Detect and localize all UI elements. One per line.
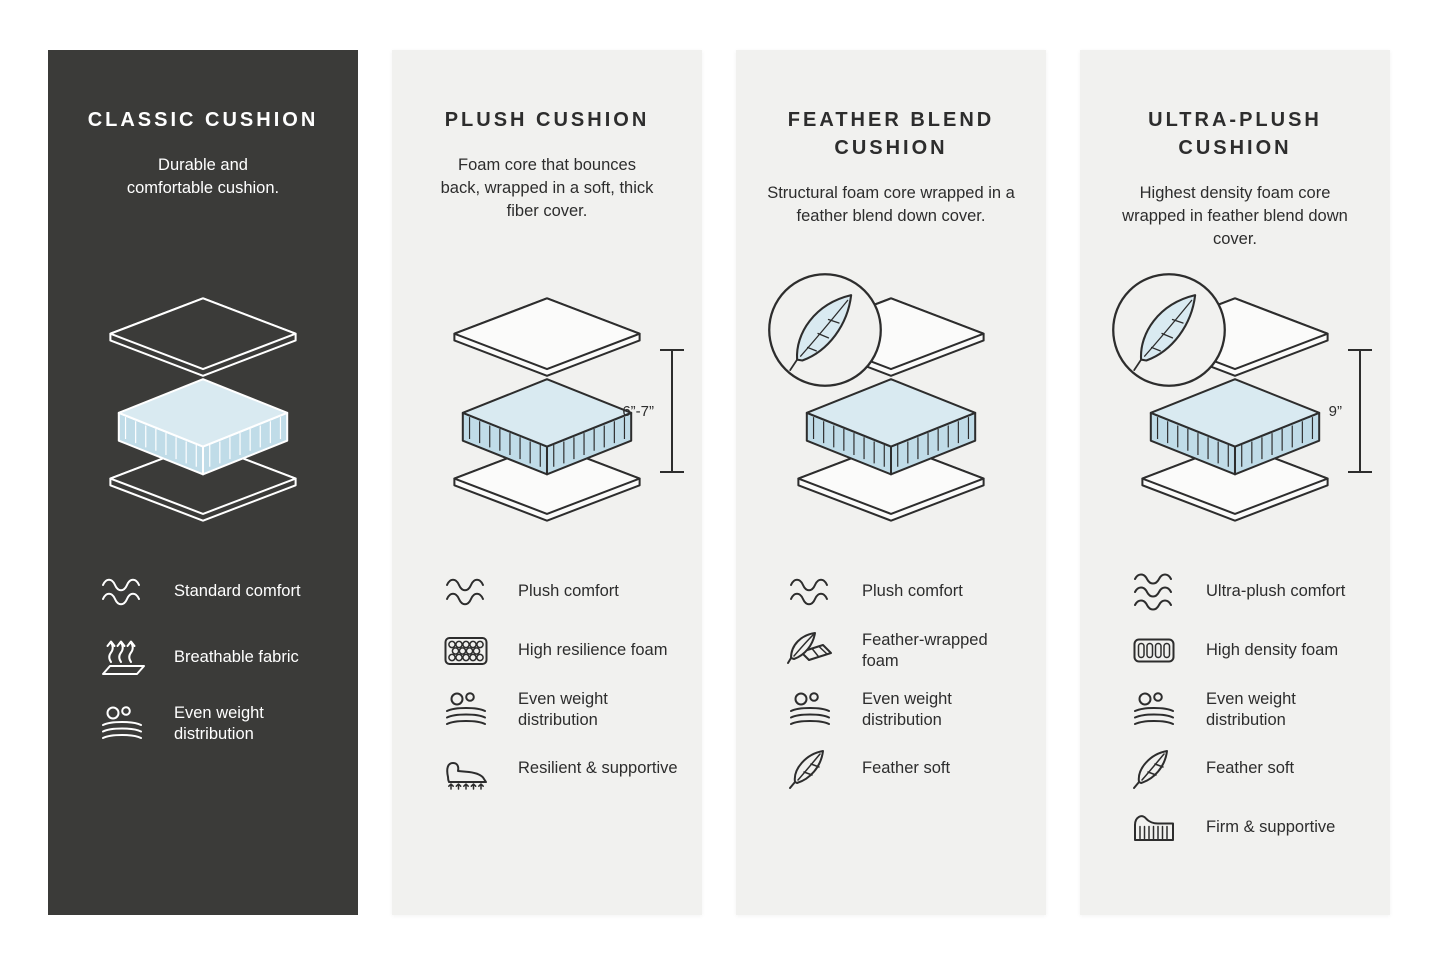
panel-title: CLASSIC CUSHION xyxy=(87,109,319,131)
feature-label: Feather soft xyxy=(862,759,951,778)
feature-label: Firm & supportive xyxy=(1206,818,1336,837)
feature-item: Even weight distribution xyxy=(440,688,692,732)
feather-badge-icon xyxy=(764,269,886,391)
feature-list: Plush comfort High resilience foam Even … xyxy=(440,570,692,806)
feature-item: High resilience foam xyxy=(440,629,692,673)
feature-item: Plush comfort xyxy=(784,570,1036,614)
feature-item: High density foam xyxy=(1128,629,1380,673)
height-dimension: 9” xyxy=(1298,347,1376,475)
high-resilience-foam-icon xyxy=(440,630,492,672)
wave-comfort-icon xyxy=(440,571,492,613)
feature-item: Plush comfort xyxy=(440,570,692,614)
dimension-line: 6”-7” xyxy=(622,349,684,473)
panel-description: Highest density foam core wrapped in fea… xyxy=(1122,184,1348,248)
feature-label: Ultra-plush comfort xyxy=(1206,582,1346,601)
even-weight-icon xyxy=(784,689,836,731)
wave-comfort-icon xyxy=(96,571,148,613)
feature-item: Feather-wrapped foam xyxy=(784,629,1036,673)
ultra-wave-comfort-icon xyxy=(1128,571,1180,613)
feature-item: Feather soft xyxy=(1128,747,1380,791)
feature-label: Plush comfort xyxy=(862,582,963,601)
even-weight-icon xyxy=(440,689,492,731)
feature-label: Even weight distribution xyxy=(862,689,952,729)
wave-comfort-icon xyxy=(784,571,836,613)
feature-label: Feather soft xyxy=(1206,759,1295,778)
feature-label: High resilience foam xyxy=(518,641,668,660)
even-weight-icon xyxy=(96,703,148,745)
feature-label: Even weight distribution xyxy=(1206,689,1296,729)
panel-title: FEATHER BLEND CUSHION xyxy=(787,109,995,159)
feature-label: Standard comfort xyxy=(174,582,301,601)
dimension-label: 6”-7” xyxy=(622,403,654,420)
feature-label: High density foam xyxy=(1206,641,1339,660)
panel-plush-cushion: PLUSH CUSHION Foam core that bounces bac… xyxy=(392,50,702,915)
panel-description: Durable and comfortable cushion. xyxy=(126,156,280,197)
panel-title: PLUSH CUSHION xyxy=(444,109,650,131)
feather-badge-icon xyxy=(1108,269,1230,391)
height-dimension: 6”-7” xyxy=(610,347,688,475)
feather-wrapped-foam-icon xyxy=(784,630,836,672)
feature-label: Plush comfort xyxy=(518,582,619,601)
feature-item: Standard comfort xyxy=(96,570,348,614)
even-weight-icon xyxy=(1128,689,1180,731)
panel-ultra-plush-cushion: ULTRA-PLUSH CUSHION Highest density foam… xyxy=(1080,50,1390,915)
panel-feather-blend-cushion: FEATHER BLEND CUSHION Structural foam co… xyxy=(736,50,1046,915)
feature-label: Resilient & supportive xyxy=(518,759,678,778)
cushion-illustration xyxy=(736,295,1046,535)
panel-classic-cushion: CLASSIC CUSHION Durable and comfortable … xyxy=(48,50,358,915)
feature-label: Even weight distribution xyxy=(174,703,264,743)
panel-title: ULTRA-PLUSH CUSHION xyxy=(1148,109,1322,159)
feather-soft-icon xyxy=(784,748,836,790)
feature-list: Ultra-plush comfort High density foam Ev… xyxy=(1128,570,1380,865)
feature-label: Even weight distribution xyxy=(518,689,608,729)
feature-item: Even weight distribution xyxy=(96,702,348,746)
breathable-fabric-icon xyxy=(96,637,148,679)
feather-soft-icon xyxy=(1128,748,1180,790)
resilient-supportive-icon xyxy=(440,748,492,790)
panel-description: Structural foam core wrapped in a feathe… xyxy=(767,184,1015,225)
feature-item: Feather soft xyxy=(784,747,1036,791)
cushion-comparison-board: CLASSIC CUSHION Durable and comfortable … xyxy=(48,50,1390,915)
cushion-layers-graphic xyxy=(85,295,321,524)
feature-label: Breathable fabric xyxy=(174,648,299,667)
feature-item: Ultra-plush comfort xyxy=(1128,570,1380,614)
cushion-illustration xyxy=(48,295,358,535)
dimension-label: 9” xyxy=(1329,403,1342,420)
panel-description: Foam core that bounces back, wrapped in … xyxy=(440,156,654,220)
feature-item: Firm & supportive xyxy=(1128,806,1380,850)
feature-item: Breathable fabric xyxy=(96,636,348,680)
firm-supportive-icon xyxy=(1128,807,1180,849)
cushion-illustration: 6”-7” xyxy=(392,295,702,535)
feature-item: Even weight distribution xyxy=(784,688,1036,732)
feature-list: Standard comfort Breathable fabric Even … xyxy=(96,570,348,768)
feature-list: Plush comfort Feather-wrapped foam Even … xyxy=(784,570,1036,806)
feature-item: Even weight distribution xyxy=(1128,688,1380,732)
feature-label: Feather-wrapped foam xyxy=(862,630,988,670)
dimension-line: 9” xyxy=(1329,349,1372,473)
cushion-illustration: 9” xyxy=(1080,295,1390,535)
high-density-foam-icon xyxy=(1128,630,1180,672)
feature-item: Resilient & supportive xyxy=(440,747,692,791)
